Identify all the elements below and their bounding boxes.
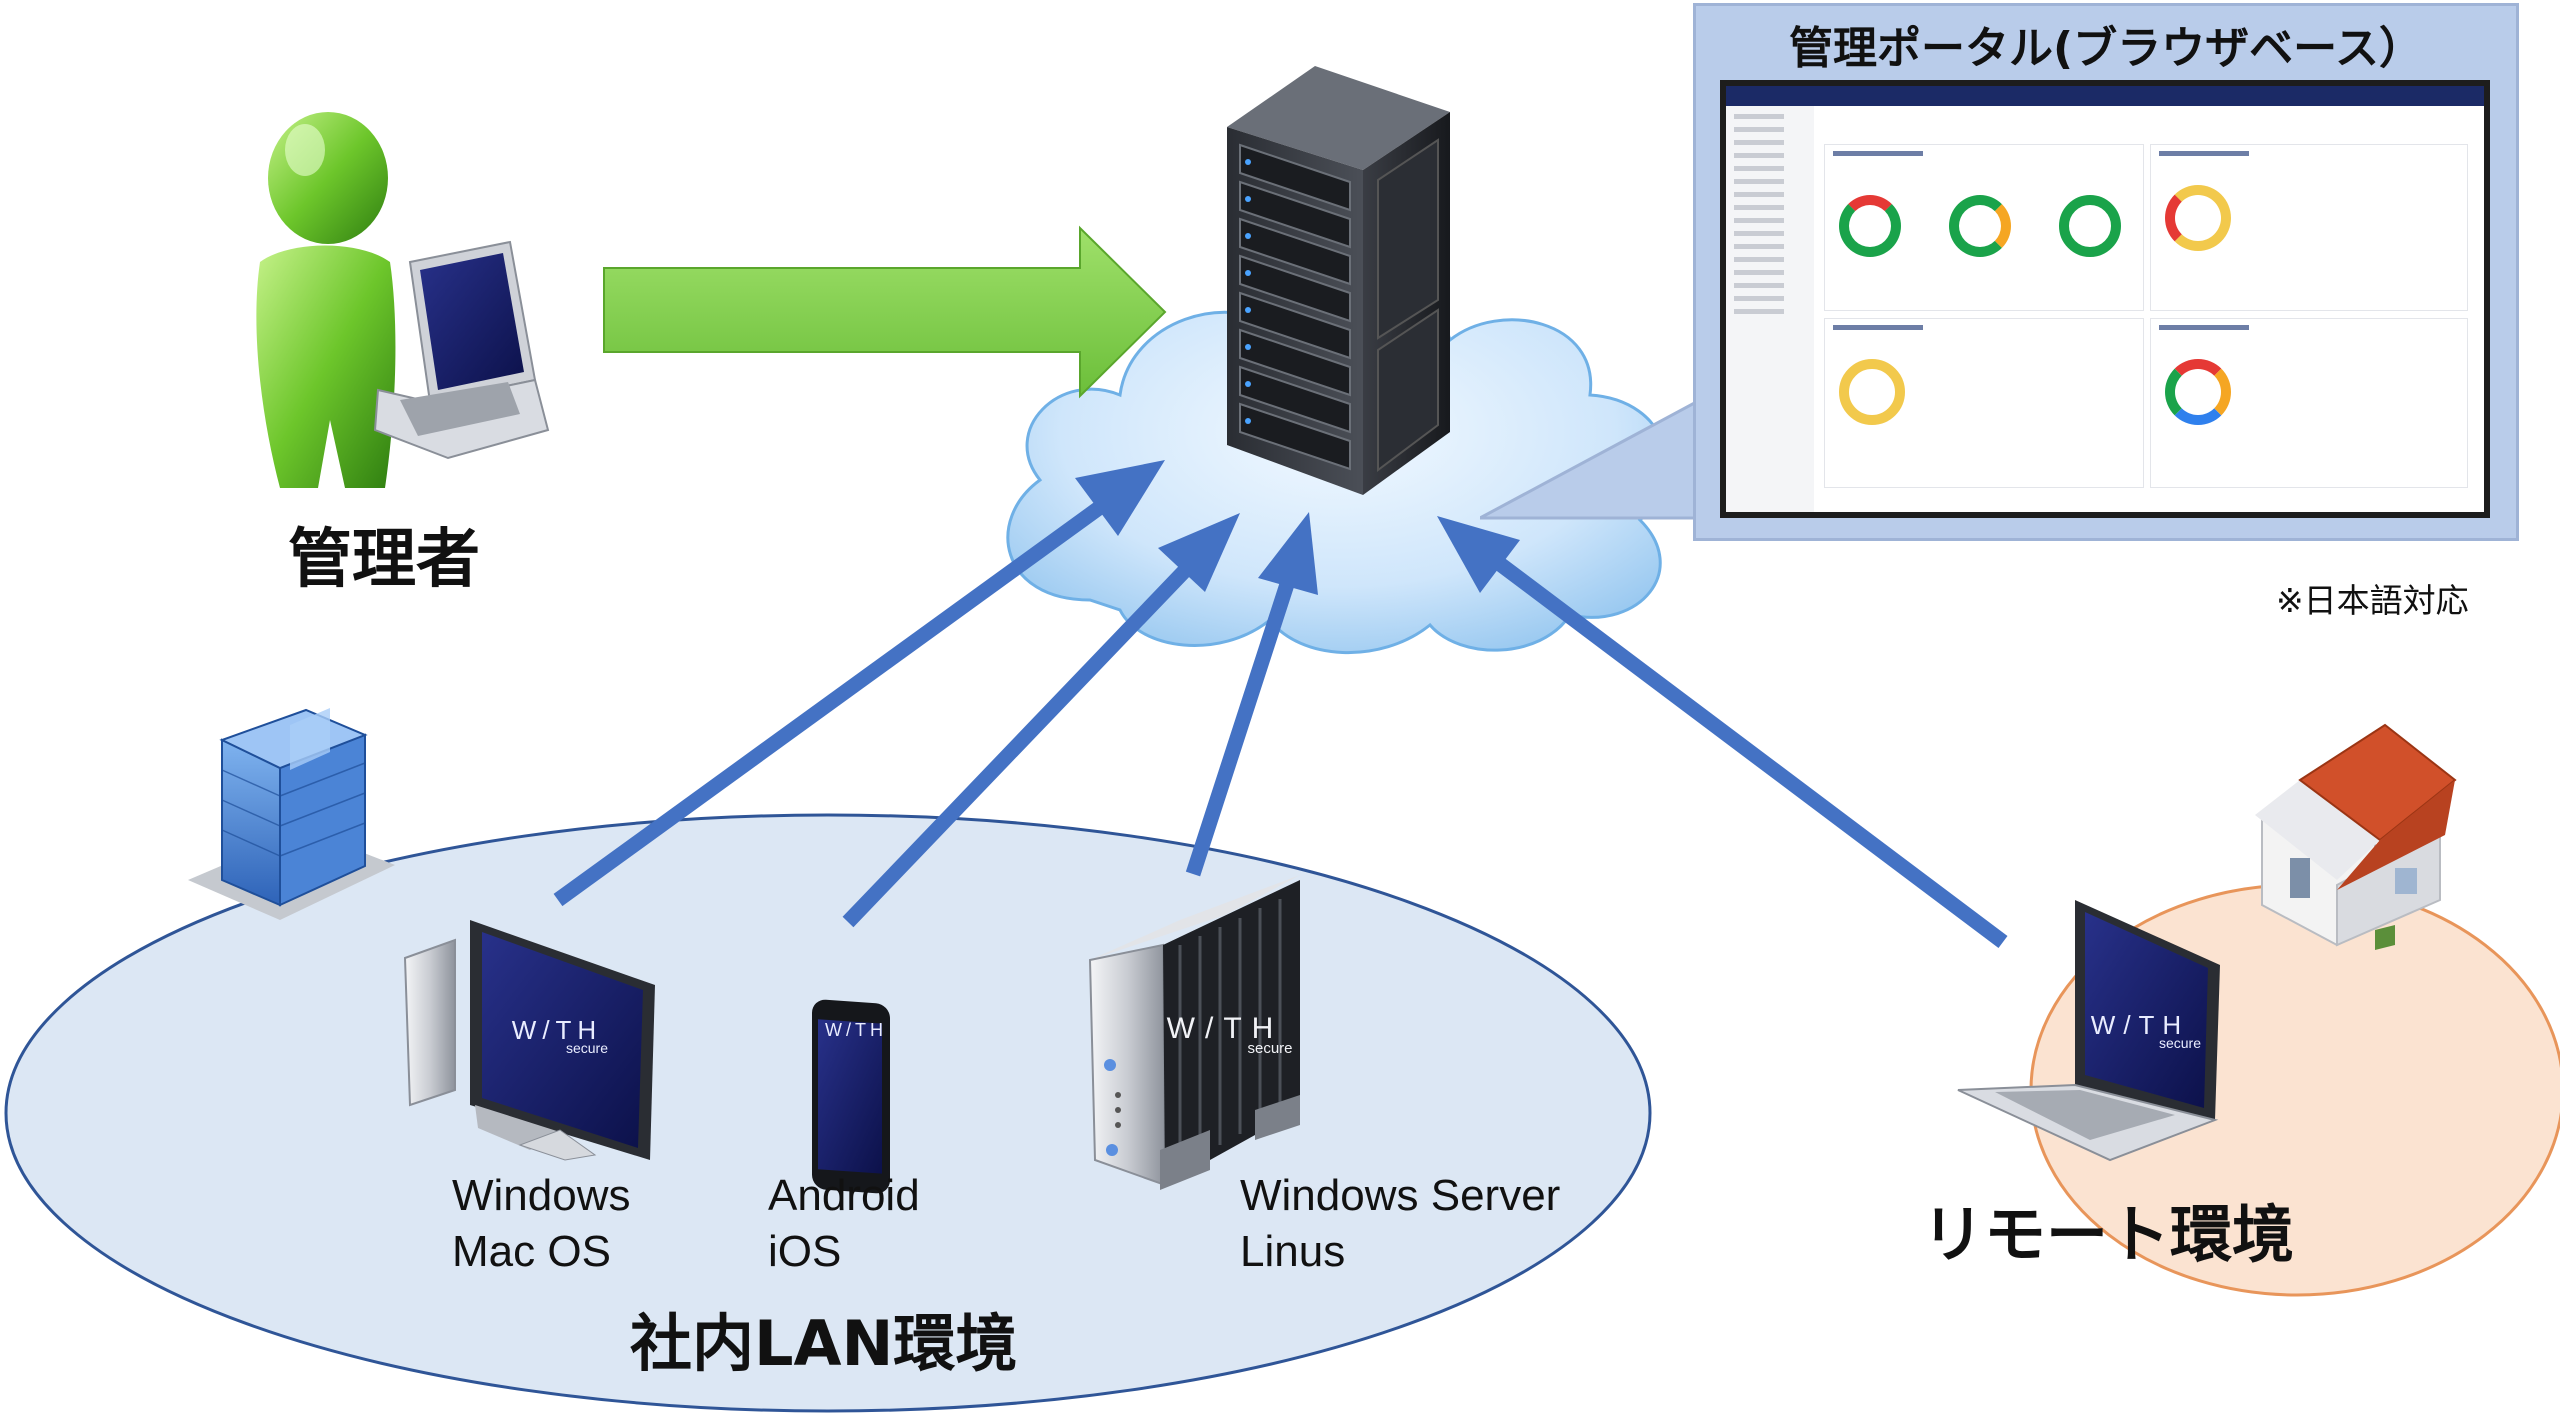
portal-header-bar xyxy=(1726,86,2484,106)
server-rack-icon xyxy=(1227,66,1450,495)
brand-logo-remote-laptop: W/TH secure xyxy=(2090,1010,2202,1051)
portal-panel-m365 xyxy=(1824,318,2144,488)
admin-portal-panel: 管理ポータル(ブラウザベース） xyxy=(1693,3,2519,541)
lan-environment-label: 社内LAN環境 xyxy=(630,1307,1018,1380)
tower-server-icon xyxy=(1088,875,1300,1190)
blue-arrows xyxy=(553,460,2008,948)
desktop-pc-icon xyxy=(403,920,655,1161)
portal-panel-vulnerability xyxy=(2150,318,2468,488)
portal-screenshot xyxy=(1720,80,2490,518)
house-icon xyxy=(2255,723,2457,950)
smartphone-icon xyxy=(812,999,890,1194)
portal-panel-edr xyxy=(2150,144,2468,311)
admin-label: 管理者 xyxy=(288,523,480,597)
portal-callout-pointer xyxy=(1480,400,1702,520)
remote-environment-label: リモート環境 xyxy=(1922,1198,2295,1271)
portal-sidebar xyxy=(1726,106,1814,512)
office-building-icon xyxy=(188,708,395,920)
admin-person-icon xyxy=(256,112,396,488)
brand-logo-phone: W/TH xyxy=(825,1020,887,1040)
brand-logo-pc: W/TH secure xyxy=(511,1015,609,1056)
japanese-support-note: ※日本語対応 xyxy=(2276,581,2469,620)
remote-laptop-icon xyxy=(1957,900,2220,1162)
admin-laptop-icon xyxy=(373,240,550,460)
portal-title: 管理ポータル(ブラウザベース） xyxy=(1789,23,2423,74)
green-arrow xyxy=(603,225,1167,399)
brand-logo-server: W/TH secure xyxy=(1166,1012,1293,1057)
portal-panel-endpoint xyxy=(1824,144,2144,311)
